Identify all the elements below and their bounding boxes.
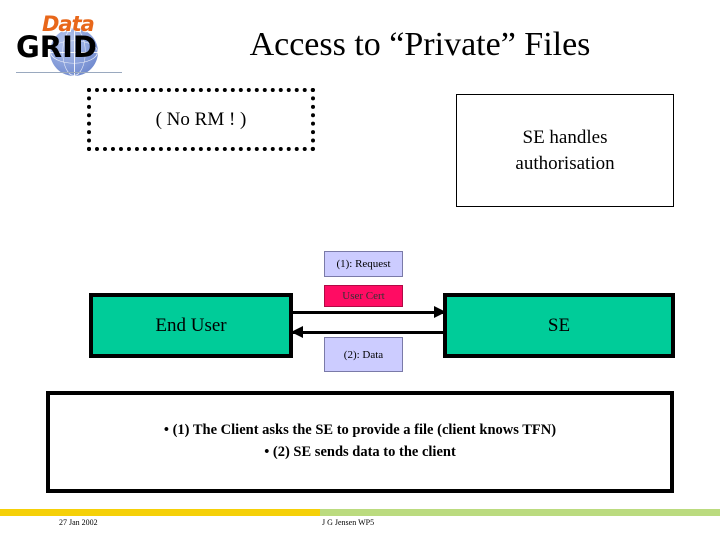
datagrid-logo: GRID Data bbox=[14, 10, 126, 80]
data-arrow-head-icon bbox=[291, 326, 303, 338]
logo-underline bbox=[16, 72, 122, 73]
logo-grid-word: GRID bbox=[16, 30, 97, 64]
diagram-label-user-cert: User Cert bbox=[324, 285, 403, 307]
footer-date: 27 Jan 2002 bbox=[59, 518, 98, 527]
request-arrow-head-icon bbox=[434, 306, 446, 318]
se-authorisation-text: SE handles authorisation bbox=[515, 125, 614, 176]
no-rm-note-box: ( No RM ! ) bbox=[87, 88, 315, 151]
diagram-node-se-label: SE bbox=[547, 314, 571, 336]
diagram-label-request-text: (1): Request bbox=[336, 258, 391, 270]
se-authorisation-line1: SE handles bbox=[522, 126, 608, 148]
globe-parallel-icon bbox=[50, 40, 98, 64]
diagram-node-end-user: End User bbox=[89, 293, 293, 358]
explanation-line-1: • (1) The Client asks the SE to provide … bbox=[163, 422, 557, 439]
page-title: Access to “Private” Files bbox=[249, 26, 591, 63]
diagram-label-data-text: (2): Data bbox=[343, 348, 384, 361]
footer-bar-yellow bbox=[0, 509, 320, 516]
se-authorisation-box: SE handles authorisation bbox=[456, 94, 674, 207]
diagram-label-user-cert-text: User Cert bbox=[342, 290, 385, 302]
se-authorisation-line2: authorisation bbox=[515, 152, 615, 174]
footer-bar-green bbox=[320, 509, 720, 516]
diagram-node-end-user-label: End User bbox=[155, 314, 227, 336]
logo-data-word: Data bbox=[42, 12, 95, 36]
data-arrow-line bbox=[293, 331, 443, 334]
diagram-label-data: (2): Data bbox=[324, 337, 403, 372]
diagram-label-request: (1): Request bbox=[324, 251, 403, 277]
request-arrow-line bbox=[293, 311, 443, 314]
footer-author: J G Jensen WP5 bbox=[322, 518, 375, 527]
footer-color-bar bbox=[0, 509, 720, 516]
no-rm-note-text: ( No RM ! ) bbox=[155, 108, 247, 130]
explanation-box: • (1) The Client asks the SE to provide … bbox=[46, 391, 674, 493]
diagram-node-se: SE bbox=[443, 293, 675, 358]
explanation-line-2: • (2) SE sends data to the client bbox=[264, 444, 456, 460]
